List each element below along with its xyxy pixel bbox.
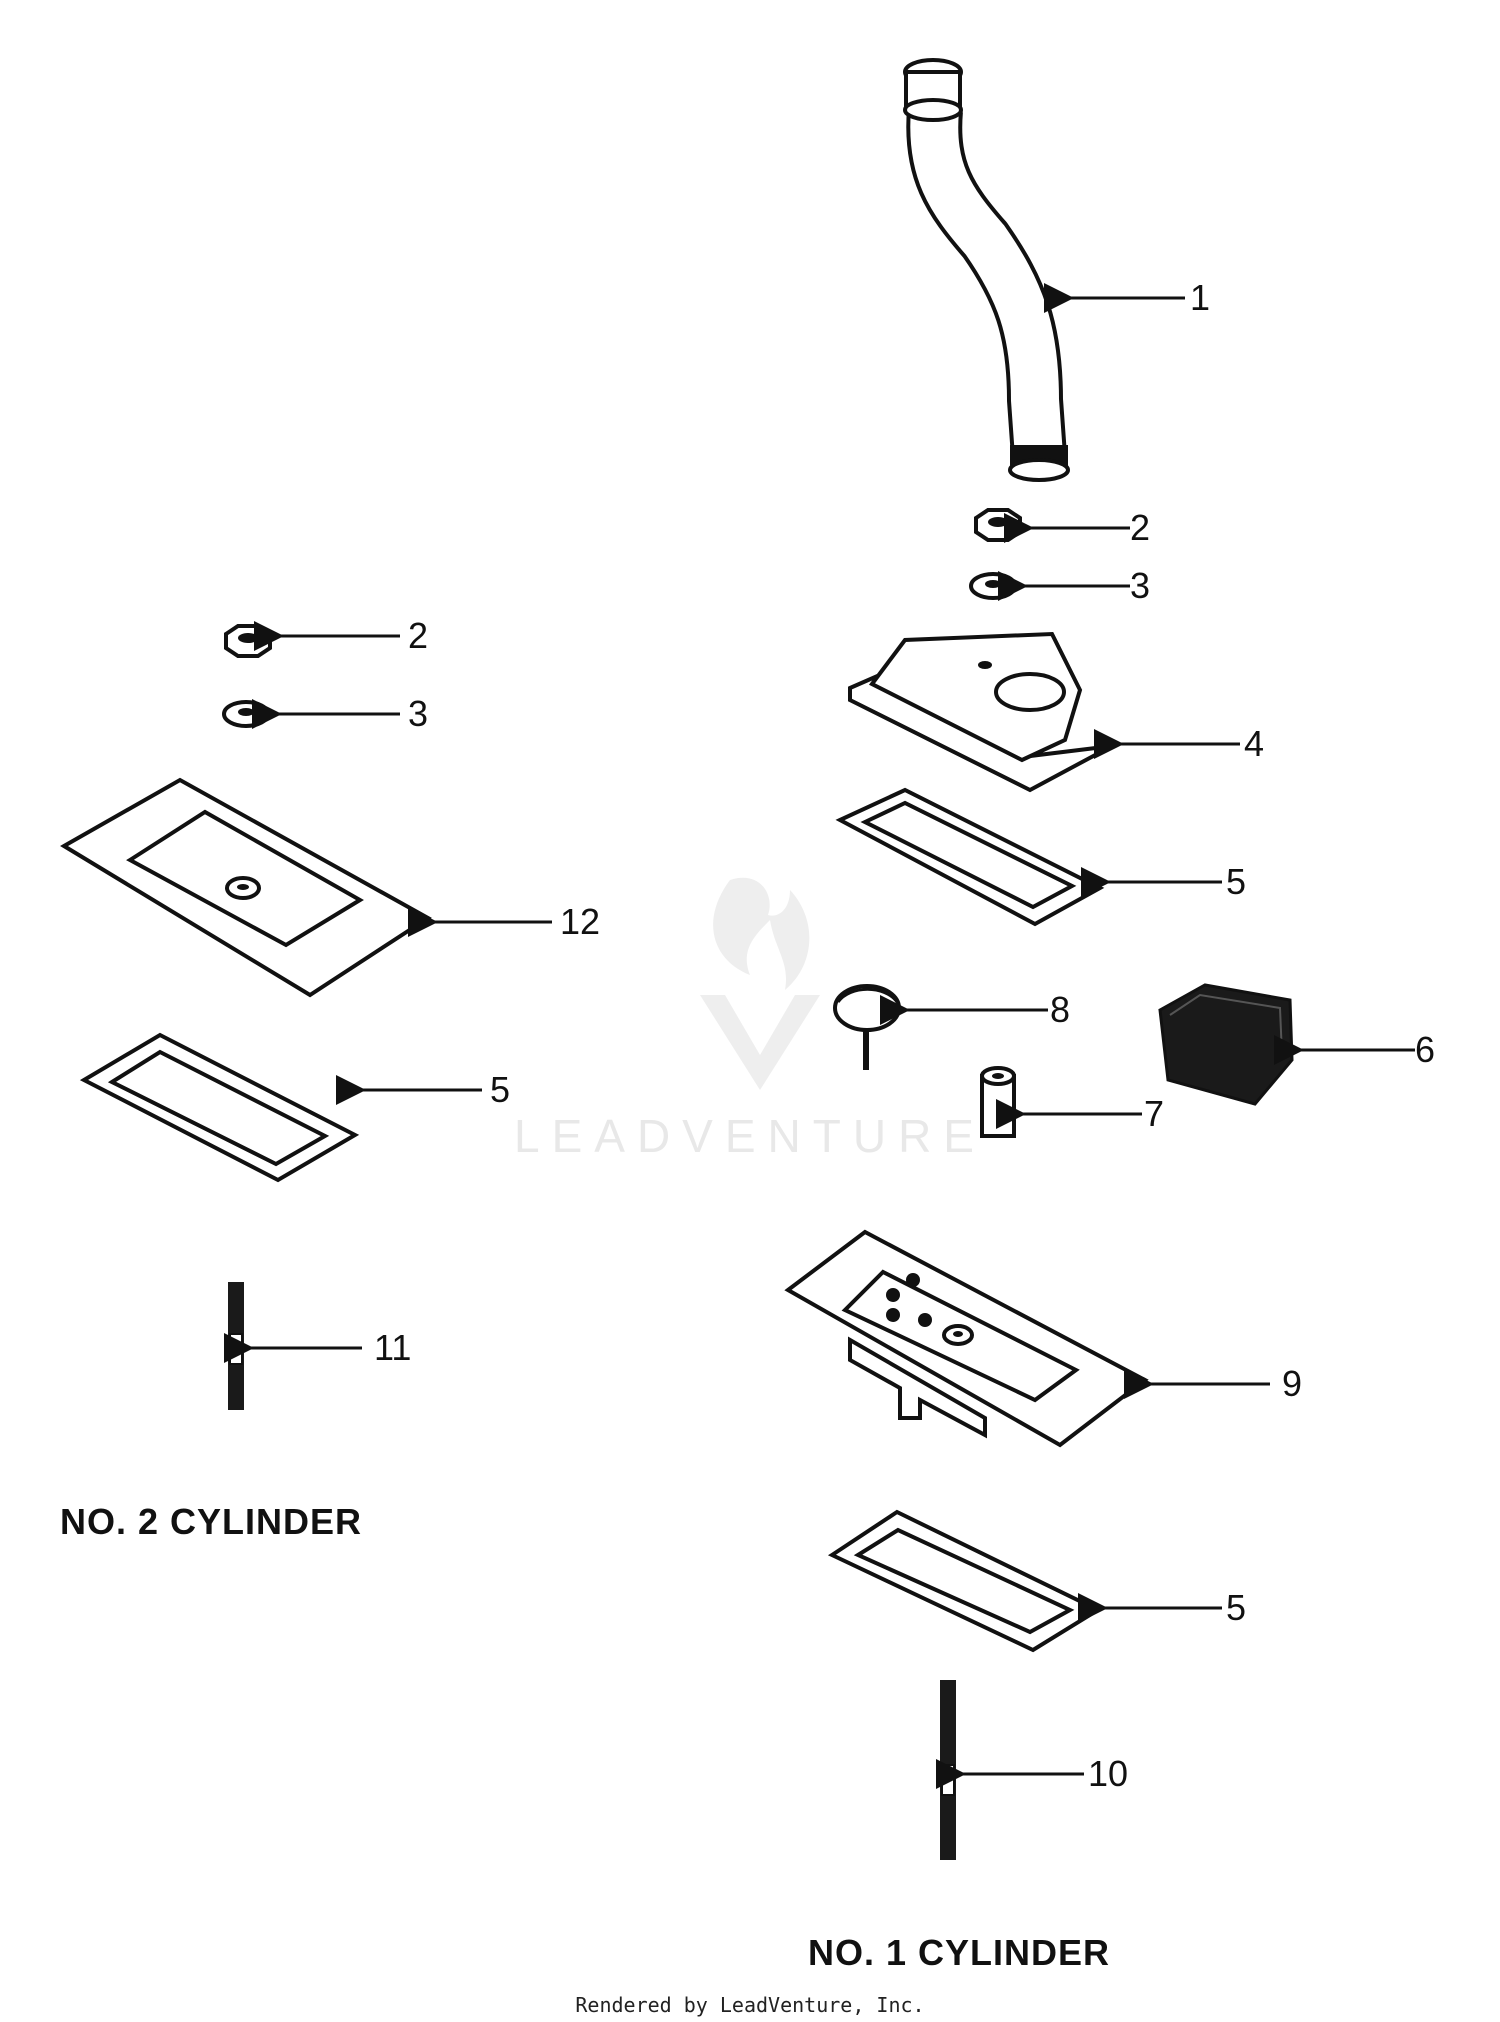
callout-2-left: 2 <box>408 615 428 656</box>
filter-element-part <box>1158 983 1294 1106</box>
short-stud-part <box>228 1282 244 1410</box>
callout-5-lower-right: 5 <box>1226 1587 1246 1628</box>
callout-1: 1 <box>1190 277 1210 318</box>
callout-5-upper-right: 5 <box>1226 861 1246 902</box>
washer-part-right <box>969 572 1017 600</box>
callout-12: 12 <box>560 901 600 942</box>
nut-part-right <box>974 508 1022 542</box>
gasket-part-left <box>79 1032 360 1183</box>
callout-3-left: 3 <box>408 693 428 734</box>
heading-no1-cylinder: NO. 1 CYLINDER <box>808 1932 1110 1973</box>
breather-plate-part <box>784 1229 1149 1448</box>
gasket-part-lower-right <box>827 1509 1103 1653</box>
callout-10: 10 <box>1088 1753 1128 1794</box>
washer-part-left <box>222 700 270 728</box>
breather-cover-part <box>848 631 1113 793</box>
callout-8: 8 <box>1050 989 1070 1030</box>
callout-5-left: 5 <box>490 1069 510 1110</box>
callout-2-right: 2 <box>1130 507 1150 548</box>
long-stud-part <box>940 1680 956 1860</box>
nut-part-left <box>224 624 272 658</box>
callout-7: 7 <box>1144 1093 1164 1134</box>
heading-no2-cylinder: NO. 2 CYLINDER <box>60 1501 362 1542</box>
cover-plate-part <box>60 777 432 998</box>
render-credit: Rendered by LeadVenture, Inc. <box>575 1993 924 2017</box>
callout-11: 11 <box>374 1327 411 1368</box>
breather-tube-part <box>903 58 1070 482</box>
callout-4: 4 <box>1244 723 1264 764</box>
watermark: LEADVENTURE <box>514 877 986 1162</box>
callout-3-right: 3 <box>1130 565 1150 606</box>
reed-valve-part <box>833 984 901 1070</box>
watermark-text: LEADVENTURE <box>514 1110 986 1162</box>
callout-6: 6 <box>1415 1029 1435 1070</box>
spacer-part <box>980 1066 1016 1138</box>
callout-9: 9 <box>1282 1363 1302 1404</box>
gasket-part-upper-right <box>835 787 1105 927</box>
